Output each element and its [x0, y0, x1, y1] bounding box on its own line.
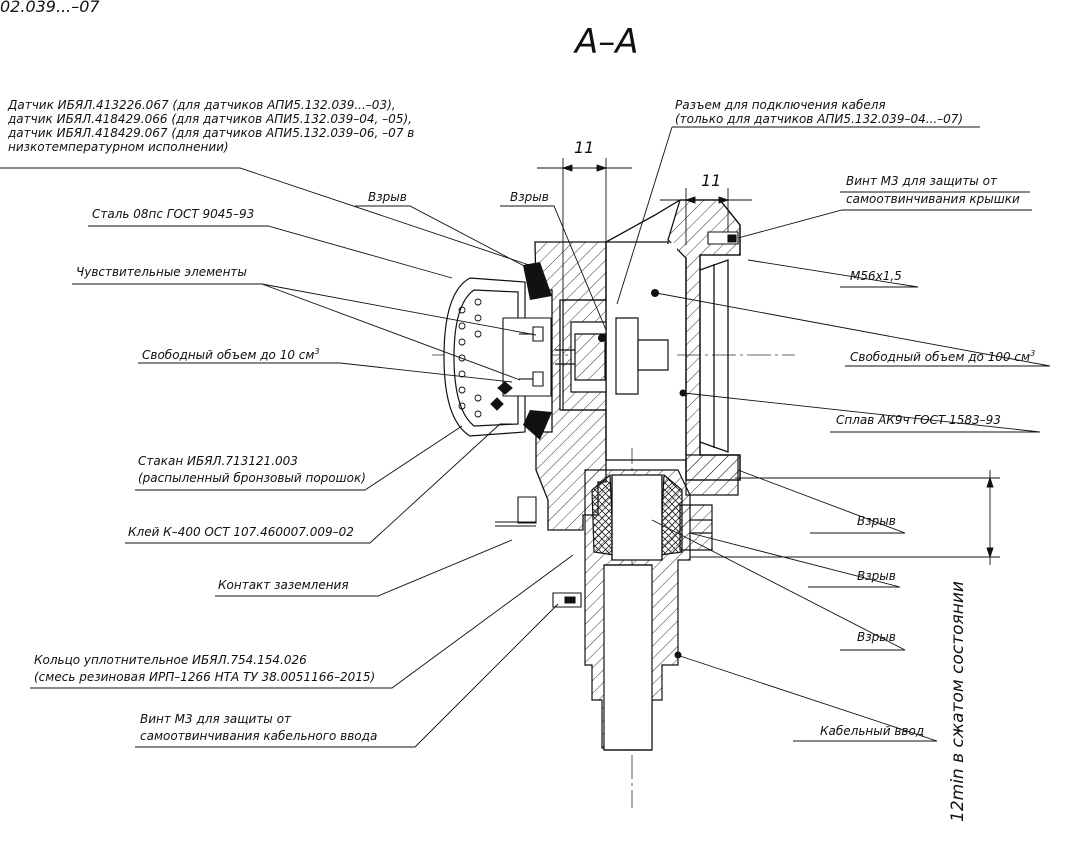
- dimension-left-value: 11: [574, 138, 595, 157]
- label-alloy: Сплав АК9ч ГОСТ 1583–93: [836, 413, 1001, 427]
- dimension-left: [537, 158, 632, 300]
- label-explosion-right-1: Взрыв: [857, 514, 896, 528]
- free-volume-big-sup: 3: [1030, 349, 1036, 358]
- leader-lines: [0, 127, 1050, 747]
- label-sensor-line1: Датчик ИБЯЛ.413226.067 (для датчиков АПИ…: [8, 98, 396, 112]
- label-explosion-right-3: Взрыв: [857, 630, 896, 644]
- free-volume-small-text: Свободный объем до 10 см: [142, 348, 315, 362]
- connector-insert: [555, 300, 668, 410]
- label-screw-entry-line1: Винт М3 для защиты от: [140, 712, 291, 726]
- label-screw-cover-line1: Винт М3 для защиты от: [846, 174, 997, 188]
- label-steel: Сталь 08пс ГОСТ 9045–93: [92, 207, 255, 221]
- sensor-block: [491, 318, 551, 410]
- label-connector-line1: Разъем для подключения кабеля: [675, 98, 886, 112]
- label-sensitive-elements: Чувствительные элементы: [76, 265, 247, 279]
- label-cup-line1: Стакан ИБЯЛ.713121.003: [138, 454, 298, 468]
- label-explosion-top-left: Взрыв: [368, 190, 407, 204]
- label-glue: Клей К–400 ОСТ 107.460007.009–02: [128, 525, 354, 539]
- label-explosion-right-2: Взрыв: [857, 569, 896, 583]
- section-title: А–А: [575, 22, 639, 62]
- label-connector-line2: (только для датчиков АПИ5.132.039–04...–…: [675, 112, 964, 126]
- label-free-volume-small: Свободный объем до 10 см3: [142, 345, 320, 362]
- dimension-vertical: [690, 470, 1000, 565]
- label-free-volume-big: Свободный объем до 100 см3: [850, 347, 1035, 364]
- label-cable-entry: Кабельный ввод: [820, 724, 925, 738]
- label-screw-cover-line2: самоотвинчивания крышки: [846, 192, 1020, 206]
- label-explosion-top-mid: Взрыв: [510, 190, 549, 204]
- vertical-dimension-note: 12min в сжатом состоянии: [948, 581, 968, 822]
- label-sensor-line2: датчик ИБЯЛ.418429.066 (для датчиков АПИ…: [8, 112, 412, 126]
- dimension-right: [660, 188, 752, 245]
- cable-entry-part: [585, 455, 738, 750]
- label-sensor-line4: низкотемпературном исполнении): [8, 140, 229, 154]
- corner-text: 02.039...–07: [0, 0, 100, 16]
- dimension-right-value: 11: [701, 171, 722, 190]
- label-cup-line2: (распыленный бронзовый порошок): [138, 471, 366, 485]
- label-ring-line1: Кольцо уплотнительное ИБЯЛ.754.154.026: [34, 653, 307, 667]
- small-parts: [495, 232, 738, 659]
- free-volume-small-sup: 3: [314, 347, 320, 356]
- label-ring-line2: (смесь резиновая ИРП–1266 НТА ТУ 38.0051…: [34, 670, 376, 684]
- label-sensor-line3: датчик ИБЯЛ.418429.067 (для датчиков АПИ…: [8, 126, 415, 140]
- free-volume-big-text: Свободный объем до 100 см: [850, 350, 1031, 364]
- label-screw-entry-line2: самоотвинчивания кабельного ввода: [140, 729, 378, 743]
- label-thread: М56х1,5: [850, 269, 902, 283]
- label-ground-contact: Контакт заземления: [218, 578, 349, 592]
